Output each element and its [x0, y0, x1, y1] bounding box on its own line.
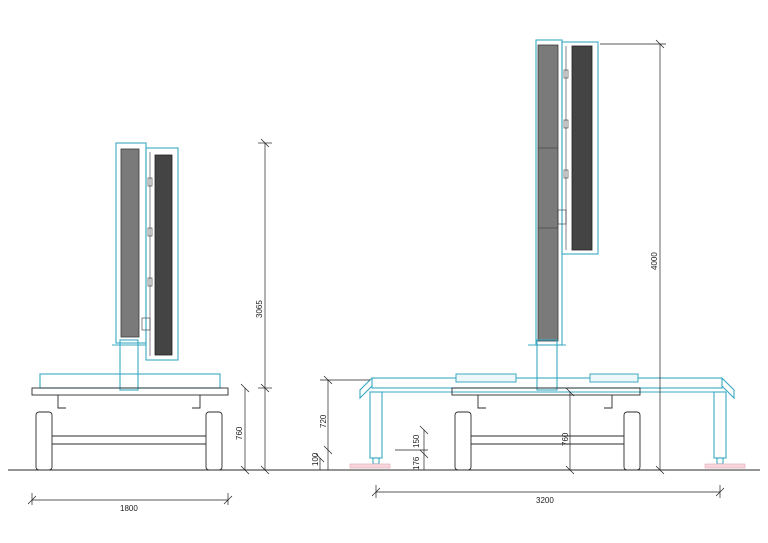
dim-right-width: 3200 [536, 496, 554, 505]
dim-left-height: 3065 [255, 300, 264, 318]
dim-foot-176: 176 [412, 456, 421, 470]
right-unit [349, 39, 746, 471]
left-leg-b [205, 411, 223, 471]
dim-right-height: 4000 [650, 252, 659, 270]
right-table-top [451, 387, 641, 396]
dim-left-width: 1800 [120, 504, 138, 513]
right-leg-a [454, 411, 472, 471]
left-leg-a [35, 411, 53, 471]
left-unit [31, 142, 229, 471]
left-screen-panel [154, 154, 173, 356]
dim-foot-150: 150 [412, 434, 421, 448]
right-leg-b [623, 411, 641, 471]
dim-left-table: 760 [235, 426, 244, 440]
left-dimensions: 3065 760 1800 [27, 138, 272, 513]
left-post [119, 339, 139, 391]
dim-right-leg: 720 [319, 414, 328, 428]
foot-pad-left [349, 463, 391, 469]
left-column-panel [120, 148, 140, 338]
right-outrigger-left [369, 391, 383, 459]
right-outrigger-right [713, 391, 727, 459]
left-table-top [39, 373, 221, 389]
dim-right-table: 760 [561, 432, 570, 446]
right-column-panel [537, 44, 559, 342]
left-screen-frame [145, 147, 179, 361]
right-dimensions: 4000 760 720 100 176 150 3200 [311, 39, 725, 505]
right-screen-panel [571, 45, 593, 251]
right-screen-frame [561, 41, 599, 255]
right-post [536, 339, 558, 391]
dim-foot-100: 100 [311, 452, 320, 466]
right-beam [371, 377, 723, 389]
foot-pad-right [704, 463, 746, 469]
